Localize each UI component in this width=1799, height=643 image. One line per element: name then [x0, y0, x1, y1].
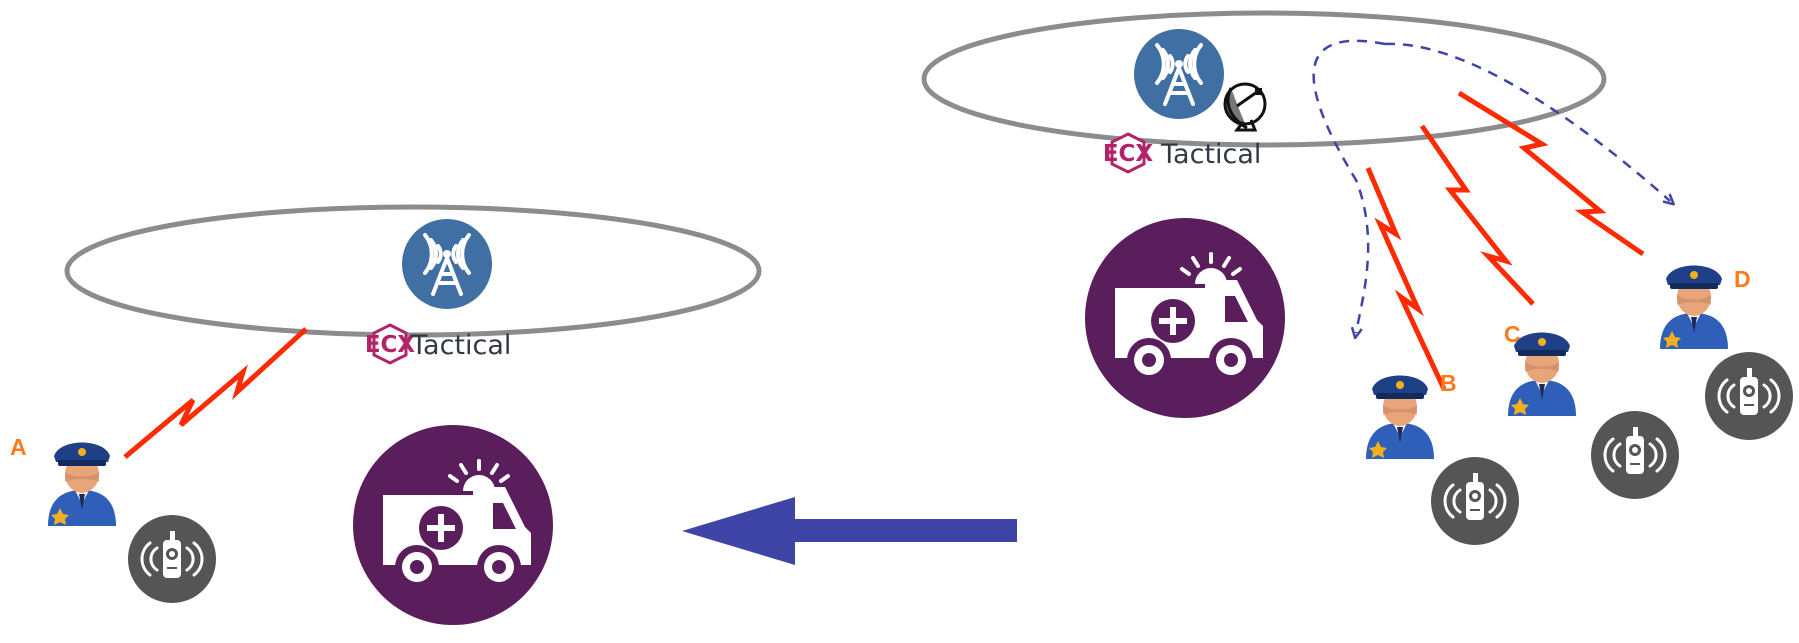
walkie-talkie-icon — [126, 513, 218, 605]
hexagon-icon — [1110, 132, 1146, 174]
radio-tower-icon — [400, 217, 494, 311]
police-officer-icon — [48, 442, 116, 526]
police-officer-icon — [1366, 375, 1434, 459]
left-brand-mark: ECX — [365, 332, 416, 358]
officer-label-a: A — [10, 434, 27, 460]
right-scene: ECX Tactical B C D — [921, 10, 1795, 547]
radio-tower-icon — [1132, 27, 1226, 121]
officer-label-d: D — [1734, 266, 1751, 292]
officer-label-c: C — [1504, 321, 1521, 347]
arrow-shaft — [785, 519, 1017, 542]
right-coverage-ellipse — [921, 10, 1607, 148]
arrow-head-icon — [682, 497, 795, 565]
right-brand-mark: ECX — [1103, 141, 1154, 167]
right-brand-logo: ECX Tactical — [1103, 132, 1261, 174]
walkie-talkie-icon — [1429, 455, 1521, 547]
walkie-talkie-icon — [1703, 350, 1795, 442]
officer-label-b: B — [1440, 370, 1457, 396]
dashed-arrow-to-b — [1312, 39, 1386, 333]
walkie-talkie-icon — [1589, 409, 1681, 501]
radio-link-b — [1365, 167, 1447, 391]
hexagon-icon — [372, 323, 408, 365]
radio-link-d — [1457, 90, 1645, 257]
left-coverage-ellipse — [64, 204, 762, 338]
left-brand-name: Tactical — [410, 330, 511, 361]
radio-link-a — [123, 327, 308, 459]
transition-arrow — [682, 497, 1017, 565]
right-brand-name: Tactical — [1160, 139, 1261, 170]
left-scene: ECX Tactical A — [10, 204, 762, 627]
police-officer-icon — [1660, 265, 1728, 349]
satellite-dish-icon — [1223, 82, 1267, 132]
left-brand-logo: ECX Tactical — [365, 323, 511, 365]
ambulance-icon — [351, 423, 555, 627]
ambulance-icon — [1083, 216, 1287, 420]
radio-link-c — [1419, 124, 1535, 306]
